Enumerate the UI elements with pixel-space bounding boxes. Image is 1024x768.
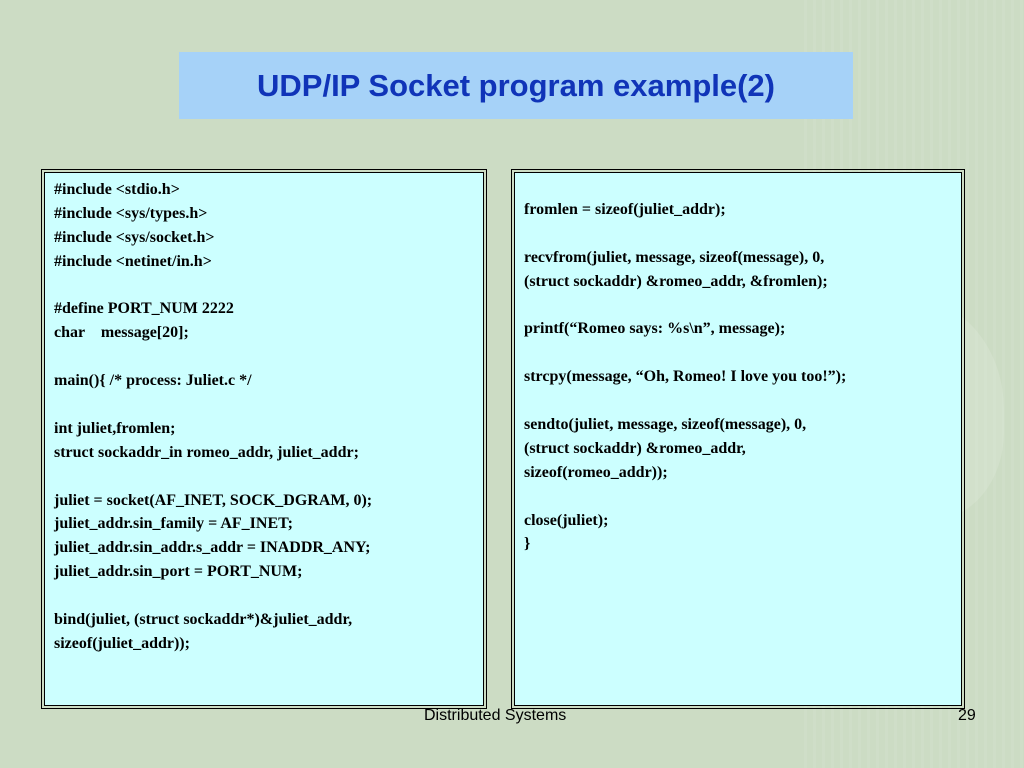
code-line: struct sockaddr_in romeo_addr, juliet_ad…	[54, 443, 359, 461]
code-line-blank	[54, 345, 483, 369]
code-line: recvfrom(juliet, message, sizeof(message…	[524, 248, 825, 266]
code-line: strcpy(message, “Oh, Romeo! I love you t…	[524, 368, 847, 386]
code-line-blank	[54, 584, 483, 608]
code-panel-left: #include <stdio.h> #include <sys/types.h…	[41, 169, 487, 709]
page-number: 29	[958, 707, 976, 724]
code-line: #include <stdio.h>	[54, 181, 180, 198]
code-line: sizeof(juliet_addr));	[54, 634, 190, 652]
footer-label: Distributed Systems	[424, 707, 567, 724]
code-line: printf(“Romeo says: %s\n”, message);	[524, 320, 786, 338]
code-line: char message[20];	[54, 324, 189, 342]
code-line: close(juliet);	[524, 511, 609, 529]
code-line-blank	[54, 393, 483, 417]
code-line-blank	[524, 222, 961, 246]
code-line: sendto(juliet, message, sizeof(message),…	[524, 416, 807, 434]
code-line: #include <sys/types.h>	[54, 204, 208, 222]
code-line: #include <sys/socket.h>	[54, 228, 215, 246]
slide-title: UDP/IP Socket program example(2)	[257, 67, 775, 103]
code-line: juliet = socket(AF_INET, SOCK_DGRAM, 0);	[54, 491, 373, 509]
code-line: }	[524, 535, 531, 553]
code-line: main(){ /* process: Juliet.c */	[54, 372, 252, 390]
code-line: sizeof(romeo_addr));	[524, 463, 668, 481]
code-line: (struct sockaddr) &romeo_addr, &fromlen)…	[524, 272, 828, 290]
code-line-blank	[524, 341, 961, 365]
code-line-blank	[524, 294, 961, 318]
code-line-blank	[54, 274, 483, 298]
code-line: juliet_addr.sin_family = AF_INET;	[54, 515, 293, 533]
code-line: fromlen = sizeof(juliet_addr);	[524, 201, 726, 218]
code-line-blank	[524, 485, 961, 509]
code-line: #include <netinet/in.h>	[54, 252, 212, 270]
code-line: #define PORT_NUM 2222	[54, 300, 234, 318]
code-line: juliet_addr.sin_port = PORT_NUM;	[54, 563, 303, 581]
title-banner: UDP/IP Socket program example(2)	[179, 52, 853, 119]
code-line: juliet_addr.sin_addr.s_addr = INADDR_ANY…	[54, 539, 371, 557]
code-line-blank	[54, 465, 483, 489]
code-line-blank	[524, 389, 961, 413]
code-line: (struct sockaddr) &romeo_addr,	[524, 439, 746, 457]
code-line: bind(juliet, (struct sockaddr*)&juliet_a…	[54, 611, 353, 629]
code-line: int juliet,fromlen;	[54, 419, 176, 437]
code-panel-right: fromlen = sizeof(juliet_addr); recvfrom(…	[511, 169, 965, 709]
